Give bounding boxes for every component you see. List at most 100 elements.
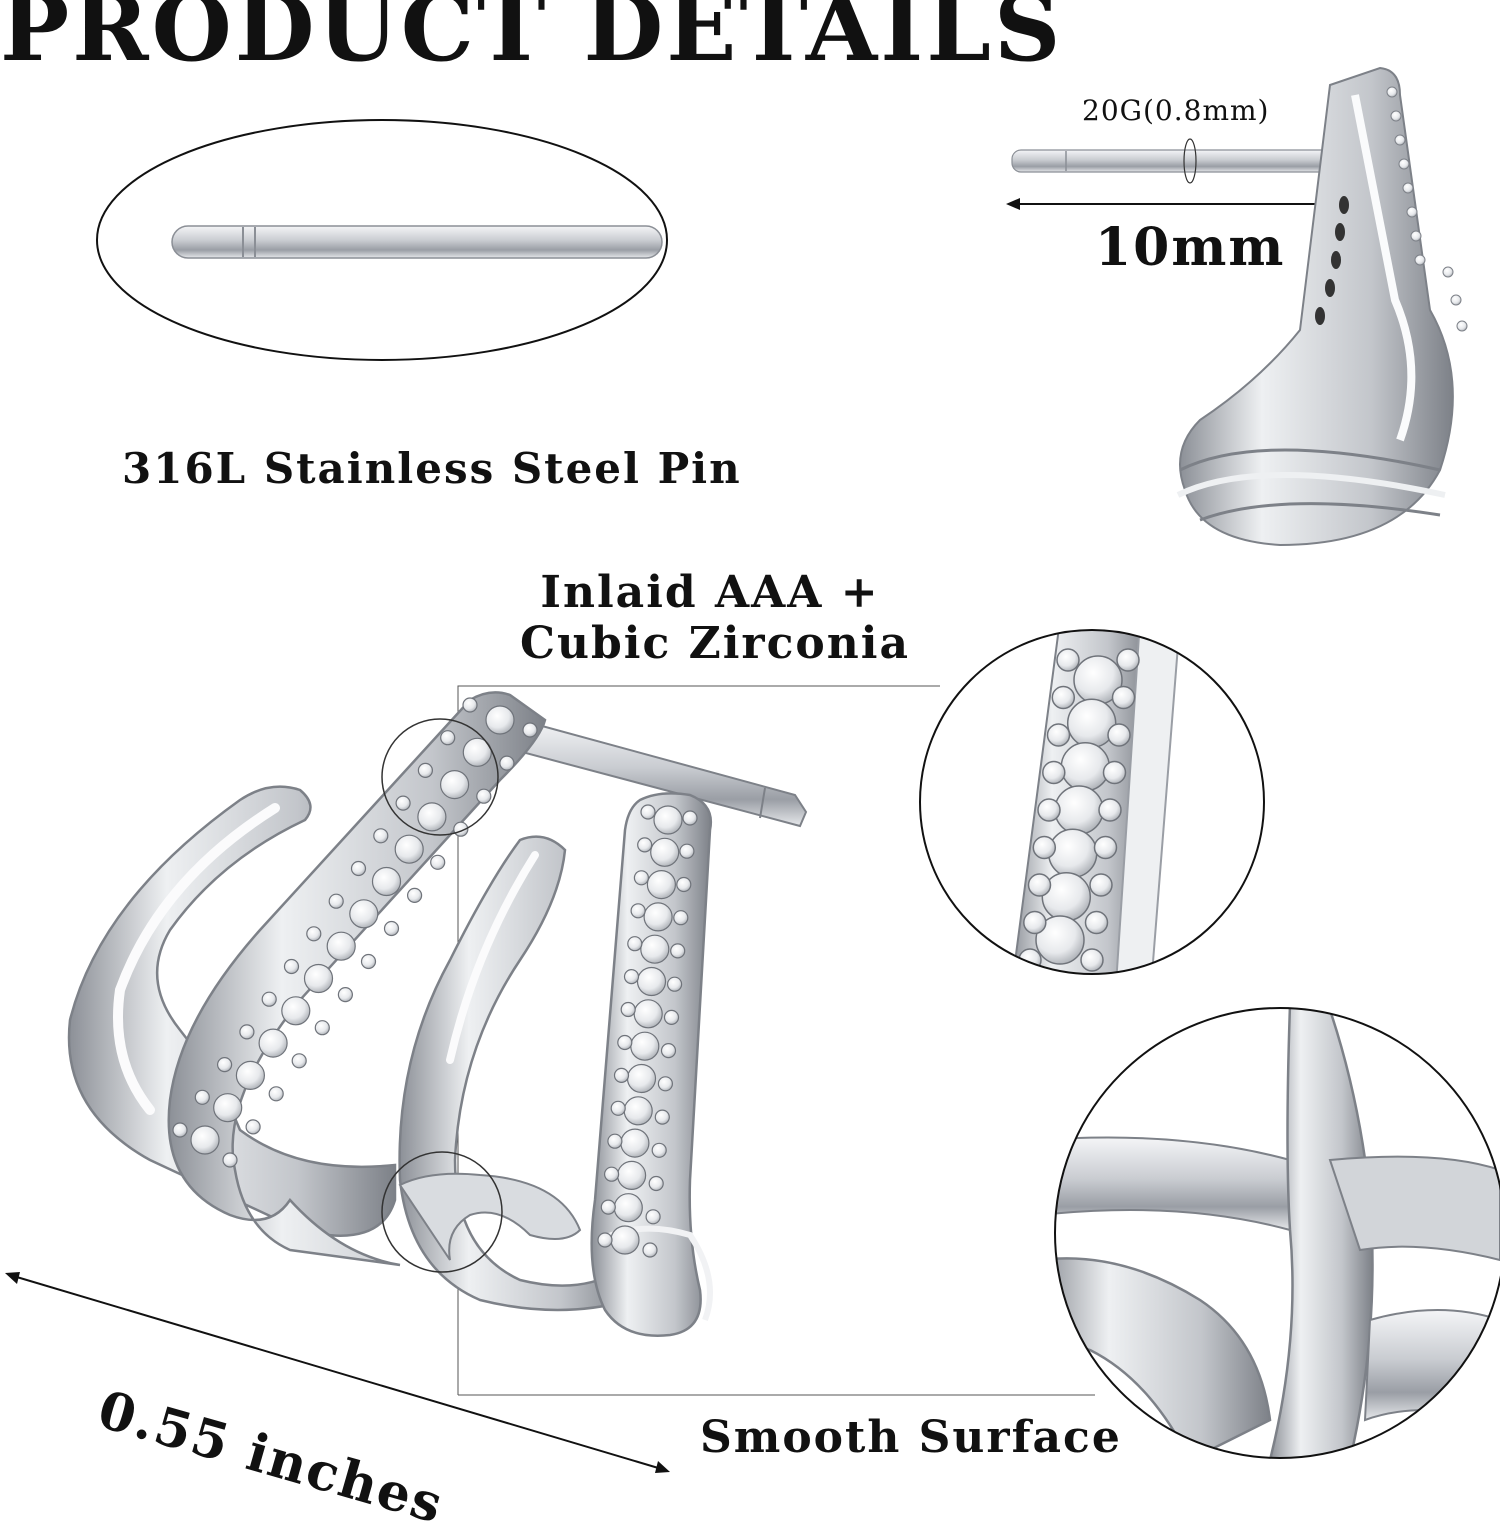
stone	[213, 1093, 243, 1123]
stone	[616, 1160, 647, 1191]
stone	[217, 1056, 233, 1073]
prong-left	[67, 785, 397, 1237]
stone	[651, 1142, 667, 1158]
stone	[485, 705, 515, 735]
stone	[1080, 948, 1104, 972]
stone	[476, 788, 492, 804]
length-label: 10mm	[1095, 217, 1286, 278]
steel-pin	[171, 225, 663, 259]
stone	[630, 1031, 660, 1061]
stone	[371, 866, 402, 897]
stone	[610, 1100, 626, 1116]
stone	[648, 1175, 664, 1192]
stone	[620, 1001, 636, 1018]
stone	[643, 902, 673, 932]
side-view-body	[1179, 66, 1454, 547]
stone-label-line2: Cubic Zirconia	[520, 617, 910, 669]
gauge-label: 20G(0.8mm)	[1082, 94, 1270, 127]
stone	[190, 1125, 220, 1155]
stone	[623, 1096, 653, 1126]
stone	[417, 802, 447, 832]
stone	[1111, 685, 1136, 710]
stone	[633, 999, 663, 1029]
stone	[499, 755, 515, 771]
surface-zoom-illustration	[1054, 1007, 1500, 1459]
stone	[610, 1225, 640, 1255]
stone	[645, 1209, 661, 1225]
stone	[676, 876, 692, 893]
prong-left-gem	[167, 691, 547, 1267]
stone	[623, 968, 640, 985]
stone	[261, 991, 277, 1007]
stone	[1084, 910, 1109, 935]
stone	[646, 869, 677, 900]
side-view-illustration	[1006, 66, 1468, 547]
stone	[633, 870, 650, 886]
product-illustration	[5, 66, 1500, 1473]
surface-detail-marker	[381, 1151, 503, 1273]
stone-detail-marker	[381, 718, 499, 836]
stone	[283, 958, 300, 975]
stone	[360, 953, 377, 970]
stone	[640, 804, 656, 820]
stone	[258, 1028, 288, 1058]
front-view-illustration	[67, 685, 1095, 1396]
stone	[314, 1020, 330, 1036]
stone	[172, 1122, 188, 1138]
stone	[653, 805, 683, 835]
cubic-zirconia-stones-right	[597, 804, 698, 1258]
stone	[417, 762, 433, 779]
stone	[613, 1193, 643, 1223]
stone	[666, 976, 683, 992]
stone	[607, 1133, 623, 1149]
stone	[194, 1089, 210, 1105]
stone	[670, 943, 686, 959]
stone	[306, 926, 322, 942]
stone	[395, 795, 411, 811]
stone	[407, 887, 423, 904]
stone	[626, 1063, 657, 1094]
page-title: PRODUCT DETAILS	[0, 0, 1064, 82]
stone	[613, 1067, 630, 1084]
stone	[1032, 835, 1057, 860]
stone	[462, 737, 492, 767]
stone	[281, 996, 311, 1026]
stone-label: Inlaid AAA + Cubic Zirconia	[520, 567, 910, 669]
surface-label: Smooth Surface	[700, 1412, 1122, 1463]
stone	[440, 730, 456, 746]
stone	[1035, 915, 1085, 965]
stone	[1037, 798, 1061, 822]
stone	[1023, 910, 1047, 935]
stone	[660, 1042, 677, 1059]
stone	[630, 903, 646, 919]
stone	[637, 837, 653, 853]
stone	[1098, 798, 1122, 822]
stone	[328, 893, 344, 909]
stone	[650, 837, 680, 867]
stone	[657, 1076, 674, 1092]
stone	[1089, 873, 1113, 897]
stone	[440, 769, 470, 800]
stone	[1093, 835, 1118, 860]
stone	[1047, 828, 1098, 879]
stone-label-line1: Inlaid AAA +	[540, 567, 880, 618]
stone	[1054, 785, 1104, 835]
stone-zoom-illustration	[919, 629, 1265, 975]
stone	[383, 920, 400, 937]
stone	[663, 1009, 680, 1026]
stone	[1102, 760, 1127, 785]
stone	[1046, 723, 1071, 747]
stone	[303, 963, 334, 994]
stone	[617, 1034, 633, 1051]
pin-detail-illustration	[96, 119, 668, 361]
stone	[394, 834, 424, 864]
stone	[1027, 873, 1052, 897]
stone	[673, 910, 689, 926]
stone	[1056, 648, 1080, 672]
stone	[620, 1128, 650, 1158]
stone	[350, 860, 367, 877]
stone	[1116, 648, 1140, 672]
stone	[600, 1199, 616, 1215]
stone	[291, 1053, 307, 1069]
stone	[1060, 741, 1111, 792]
